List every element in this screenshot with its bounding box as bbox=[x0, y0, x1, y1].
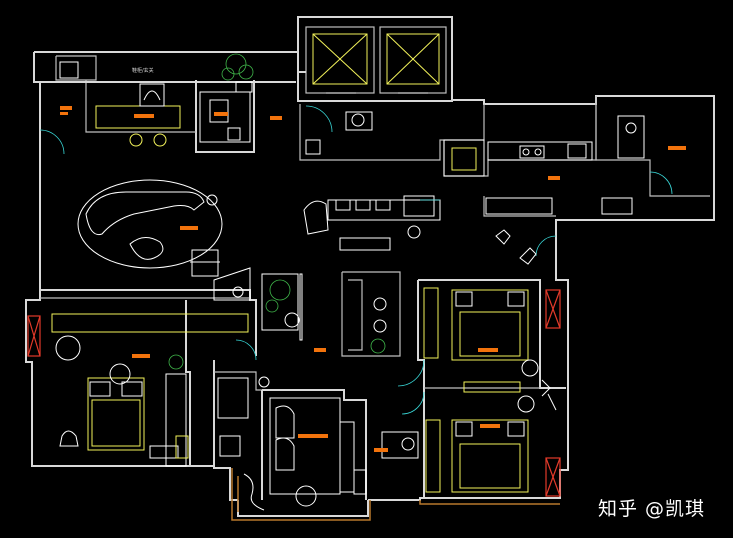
kitchen-counter bbox=[443, 115, 645, 215]
center-bathroom bbox=[269, 397, 419, 507]
master-bedroom bbox=[27, 313, 249, 467]
dining-island bbox=[303, 195, 441, 251]
elevator-core bbox=[297, 16, 453, 102]
balcony-trim bbox=[231, 468, 560, 521]
living-room bbox=[77, 179, 251, 301]
door-swings bbox=[39, 105, 673, 415]
plants bbox=[168, 53, 386, 370]
bedroom-lower-right bbox=[425, 395, 561, 497]
interior-walls bbox=[40, 55, 566, 500]
zhihu-watermark: 知乎 @凯琪 bbox=[598, 498, 706, 520]
bedroom-upper-right bbox=[423, 287, 561, 393]
study-room: 鞋柜/玄关 bbox=[59, 61, 253, 147]
center-storage bbox=[299, 111, 387, 341]
room-tags bbox=[60, 106, 686, 452]
outdoor-decor bbox=[243, 229, 557, 511]
entrance-cabinet-label: 鞋柜/玄关 bbox=[132, 67, 154, 74]
outer-walls bbox=[25, 51, 715, 517]
master-bath bbox=[175, 376, 270, 459]
